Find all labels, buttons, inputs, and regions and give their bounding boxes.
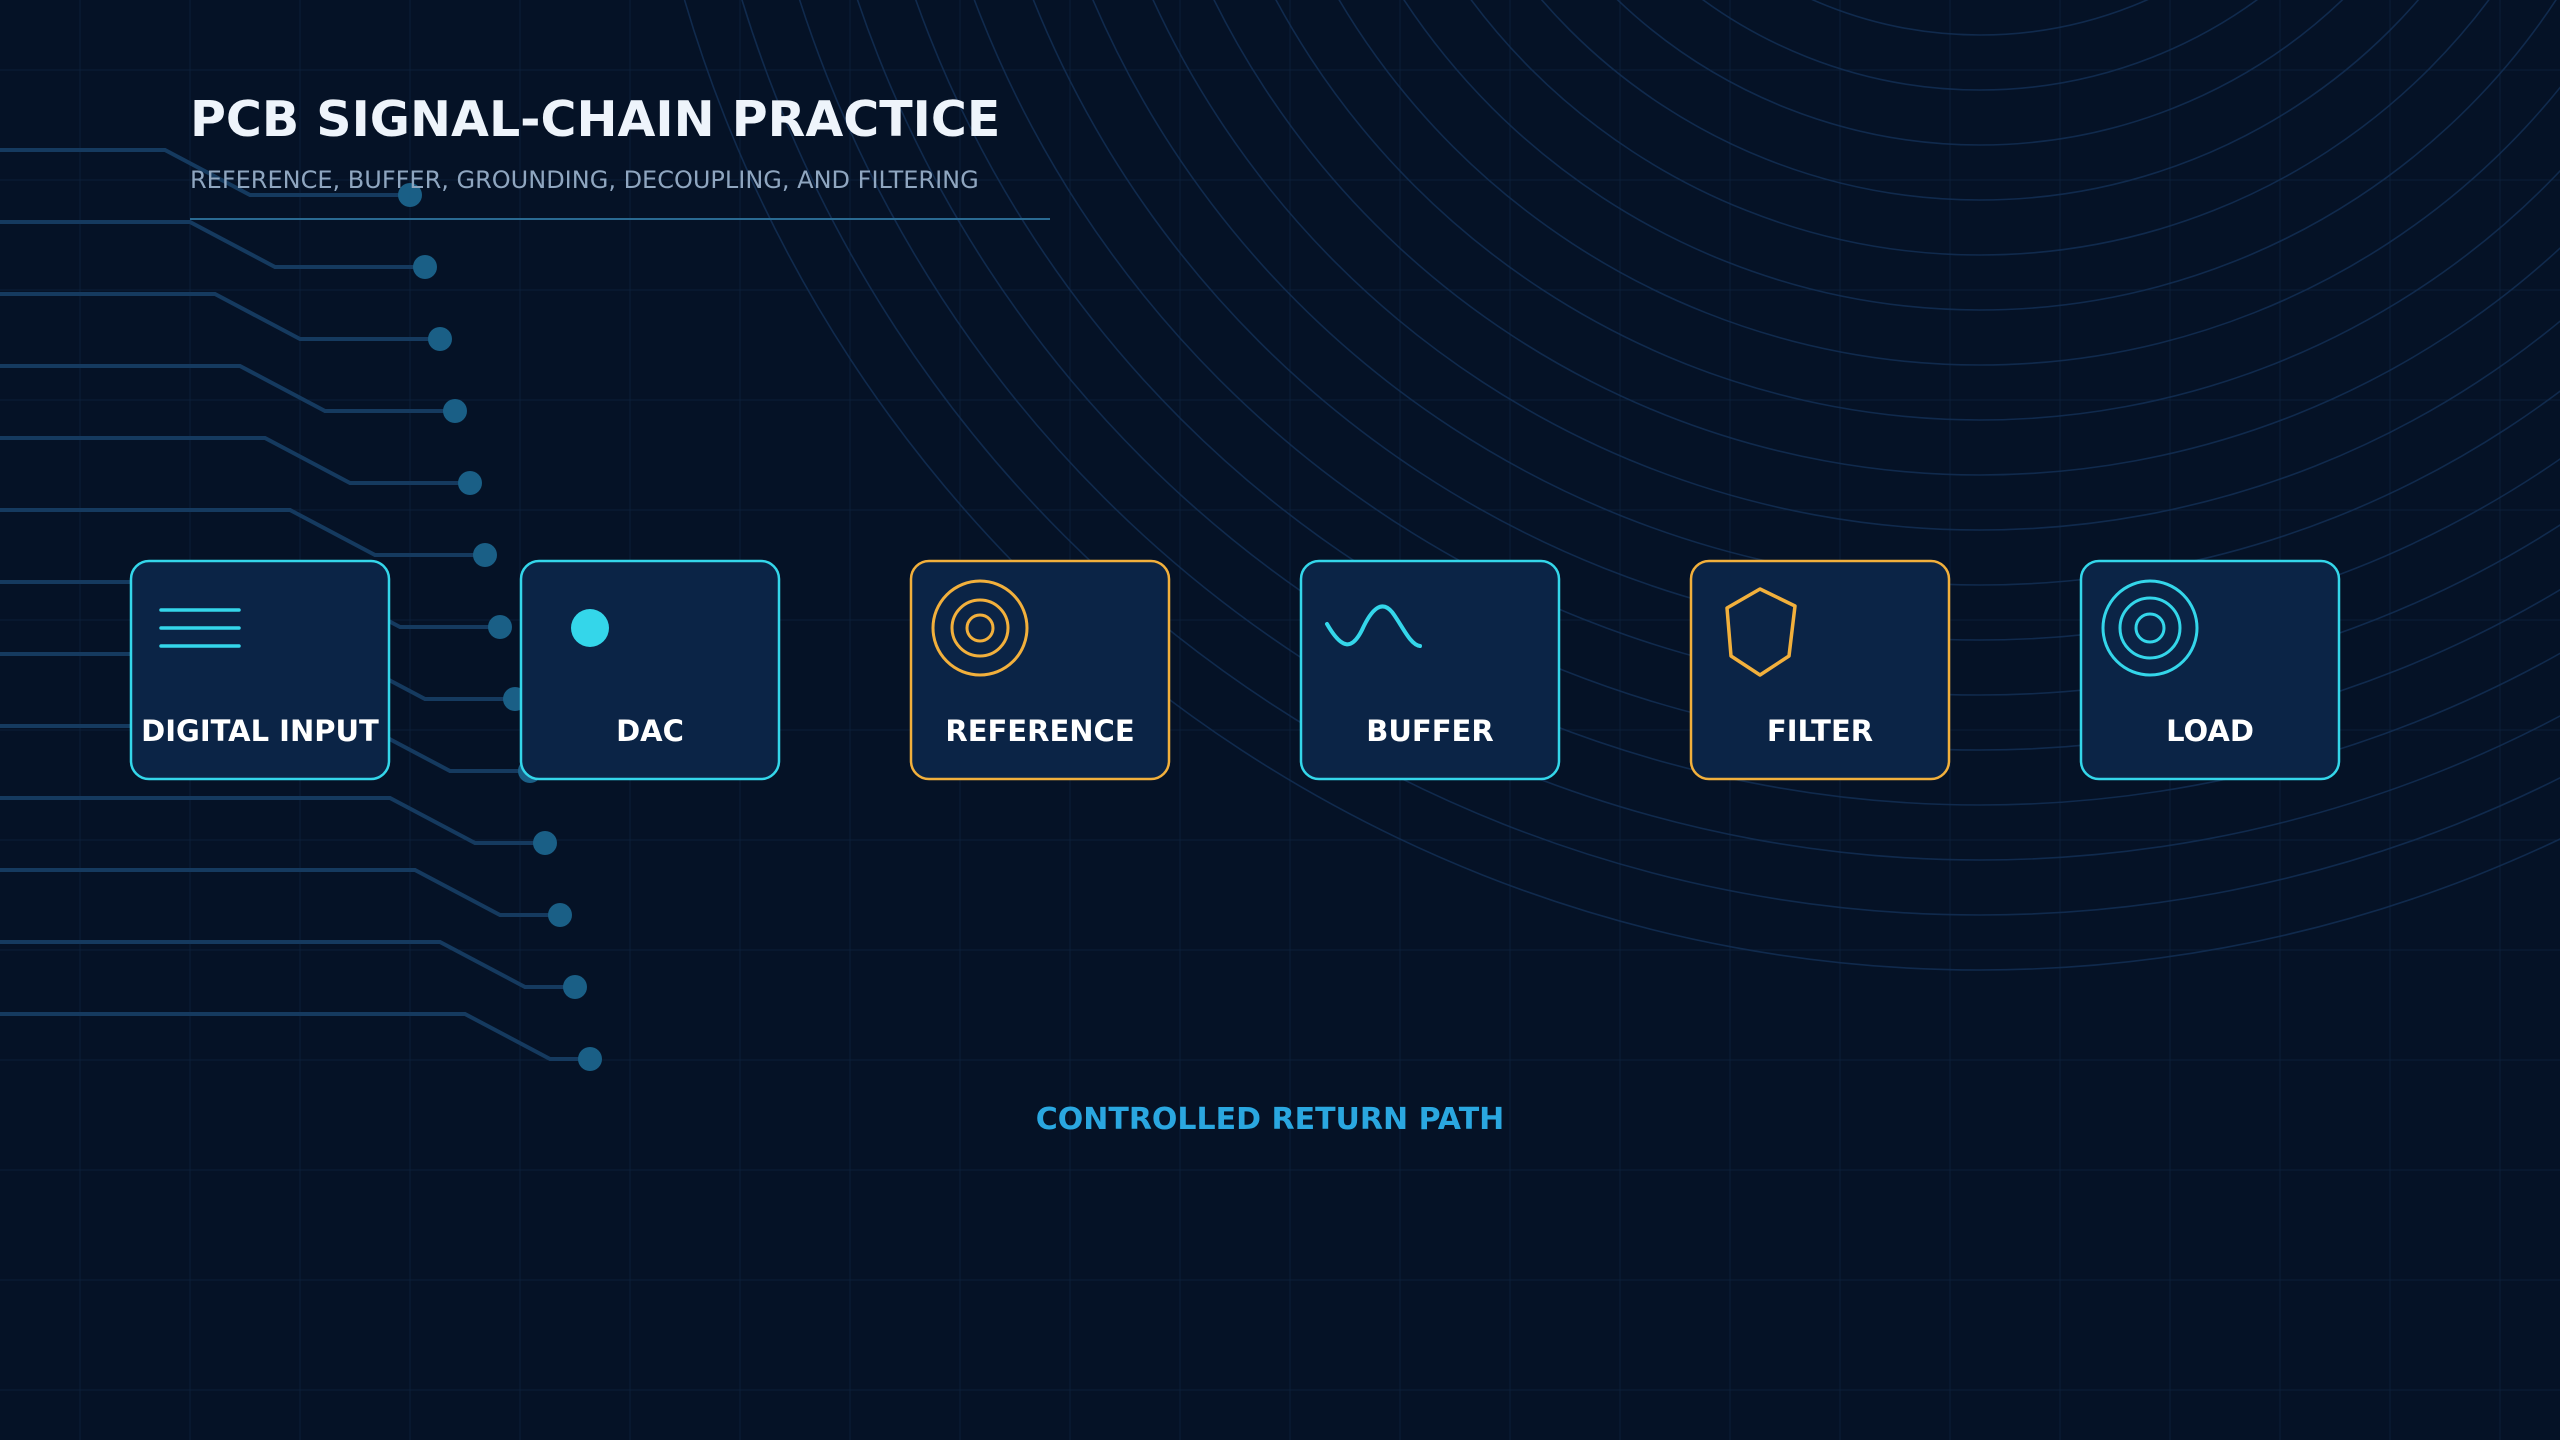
sine-wave-icon [1325, 604, 1422, 648]
return-path-label: CONTROLLED RETURN PATH [1036, 1102, 1505, 1137]
pcb-trace [0, 292, 440, 341]
block-digital-input[interactable]: DIGITAL INPUT [129, 559, 391, 781]
background-arc [915, 0, 2560, 751]
block-label: DIGITAL INPUT [141, 714, 379, 748]
pcb-trace [0, 796, 545, 845]
trace-pad [398, 183, 422, 207]
block-load[interactable]: LOAD [2079, 559, 2341, 781]
background-arc [1470, 0, 2490, 256]
block-label: DAC [616, 714, 684, 748]
background-arc [1338, 0, 2560, 366]
trace-pad [578, 1047, 602, 1071]
trace-pad [443, 399, 467, 423]
trace-pad [458, 471, 482, 495]
background-arc [1275, 0, 2560, 421]
pcb-trace [0, 148, 410, 197]
block-label: LOAD [2166, 714, 2254, 748]
background-arc [1152, 0, 2560, 531]
block-frame [129, 559, 391, 781]
concentric-rings-icon [931, 579, 1029, 677]
block-label: FILTER [1767, 714, 1873, 748]
background-arc [1403, 0, 2557, 311]
page-subtitle: REFERENCE, BUFFER, GROUNDING, DECOUPLING… [190, 166, 979, 194]
pcb-trace [0, 220, 425, 269]
background-arc [1092, 0, 2560, 586]
background-arc [684, 0, 2560, 971]
trace-pad [533, 831, 557, 855]
background-arc [1032, 0, 2560, 641]
background-arc [973, 0, 2560, 696]
trace-pad [473, 543, 497, 567]
background-arcs [684, 0, 2560, 971]
background-arc [799, 0, 2560, 861]
pcb-trace [0, 868, 560, 917]
background-arc [856, 0, 2560, 806]
block-frame [1299, 559, 1561, 781]
background-arc [1811, 0, 2149, 36]
pcb-trace [0, 940, 575, 989]
shield-icon [1725, 587, 1797, 677]
trace-pad [548, 903, 572, 927]
block-label: BUFFER [1366, 714, 1493, 748]
pcb-trace [0, 1012, 590, 1061]
background-arc [1616, 0, 2344, 146]
block-dac[interactable]: DAC [519, 559, 781, 781]
pcb-trace [0, 436, 470, 485]
target-icon [2101, 579, 2199, 677]
block-filter[interactable]: FILTER [1689, 559, 1951, 781]
trace-pad [413, 255, 437, 279]
background-arc [1702, 0, 2258, 91]
block-frame [1689, 559, 1951, 781]
trace-pad [563, 975, 587, 999]
dot-icon [571, 609, 609, 647]
page-title: PCB SIGNAL-CHAIN PRACTICE [190, 91, 1000, 148]
pcb-trace [0, 508, 485, 557]
block-buffer[interactable]: BUFFER [1299, 559, 1561, 781]
background-arc [1213, 0, 2560, 476]
block-reference[interactable]: REFERENCE [909, 559, 1171, 781]
lines-icon [159, 608, 241, 648]
block-label: REFERENCE [945, 714, 1134, 748]
background-arc [741, 0, 2560, 916]
trace-pad [428, 327, 452, 351]
background-arc [1540, 0, 2420, 201]
trace-pad [488, 615, 512, 639]
pcb-trace [0, 364, 455, 413]
